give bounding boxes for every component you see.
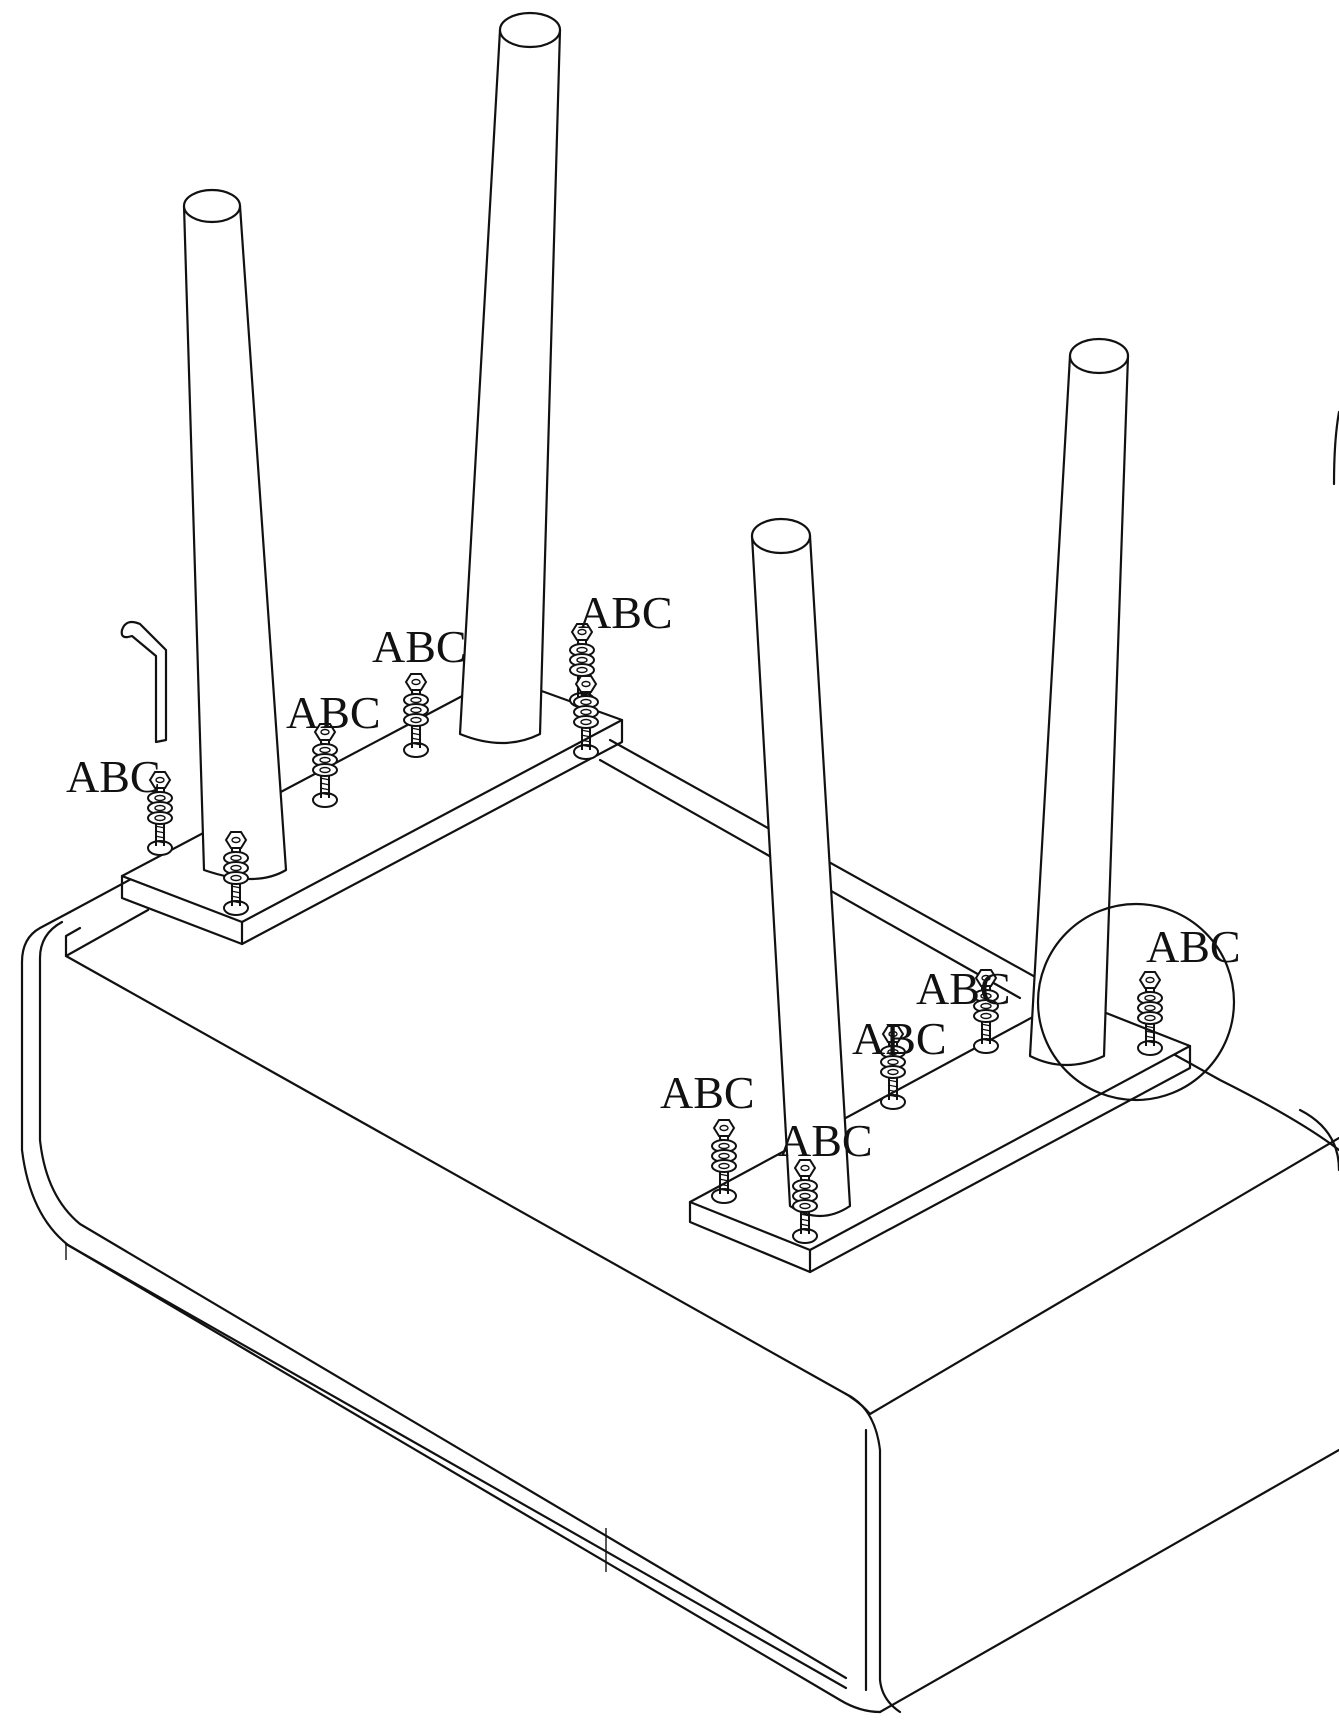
side-panel-round	[844, 1392, 902, 1714]
bolt-assembly	[711, 1119, 737, 1204]
part-label-5: ABC	[660, 1067, 755, 1118]
part-label-9: ABC	[1146, 921, 1241, 972]
part-label-4: ABC	[578, 587, 673, 638]
top-rim-right	[608, 738, 1339, 1152]
top-frame-inner	[38, 920, 848, 1680]
front-edge	[64, 954, 848, 1396]
top-rim-edge	[64, 868, 150, 958]
bolt-group	[147, 623, 1163, 1244]
part-label-7: ABC	[852, 1013, 947, 1064]
bolt-assembly	[147, 771, 173, 856]
detail-callout	[1036, 410, 1339, 1102]
leg-front-right	[1028, 337, 1130, 1066]
bolt-assembly	[973, 969, 999, 1054]
part-label-2: ABC	[286, 687, 381, 738]
bolt-assembly	[792, 1159, 818, 1244]
hex-key-tool	[120, 620, 168, 744]
leg-back-center	[458, 11, 562, 745]
side-panel-top	[1298, 1108, 1339, 1172]
side-panel-edge	[878, 1448, 1339, 1714]
front-edge-lower	[64, 1242, 848, 1690]
bolt-assembly	[223, 831, 249, 916]
partial-circle	[1332, 410, 1339, 486]
part-label-1: ABC	[66, 751, 161, 802]
bolt-assembly	[1137, 971, 1163, 1056]
part-label-8: ABC	[916, 963, 1011, 1014]
bolt-assembly	[403, 673, 429, 758]
part-label-6: ABC	[778, 1115, 873, 1166]
bolt-assembly	[880, 1025, 906, 1110]
bolt-assembly	[312, 723, 338, 808]
bolt-assembly	[573, 675, 599, 760]
top-frame-outer	[20, 910, 882, 1714]
part-label-3: ABC	[372, 621, 467, 672]
detail-circle	[1036, 902, 1236, 1102]
part-labels: ABC ABC ABC ABC ABC ABC ABC ABC ABC	[66, 587, 1241, 1166]
leg-front-center	[750, 517, 852, 1217]
leg-back-left	[182, 188, 288, 881]
